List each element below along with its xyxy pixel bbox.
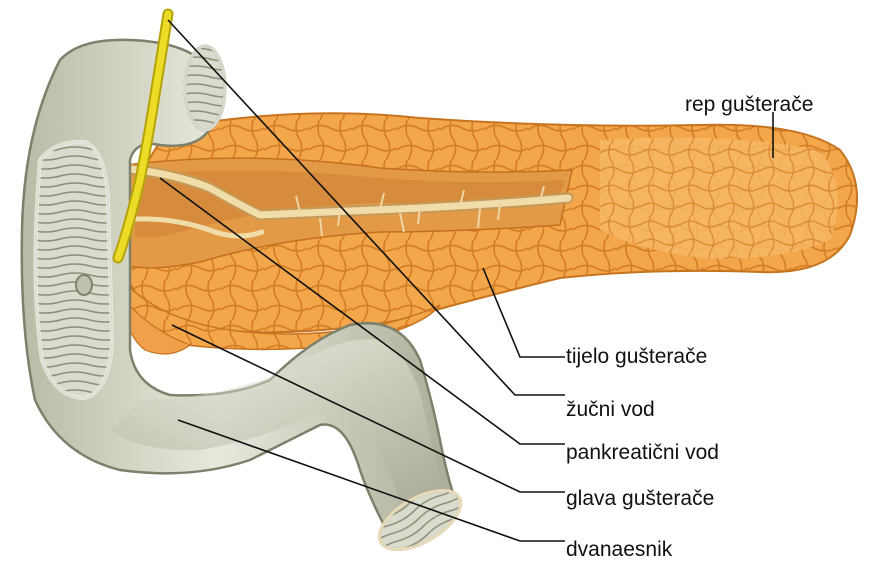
label-body: tijelo gušterače: [566, 346, 707, 367]
label-bile-duct: žučni vod: [566, 399, 655, 420]
label-pancreatic-duct: pankreatični vod: [566, 442, 719, 463]
pancreas-tail-highlight: [600, 138, 838, 259]
duodenum-shade: [110, 339, 445, 501]
duodenal-papilla: [76, 275, 92, 295]
duodenum-interior: [35, 142, 112, 398]
label-head: glava gušterače: [566, 488, 714, 509]
label-duodenum: dvanaesnik: [566, 539, 672, 560]
label-tail: rep gušterače: [685, 94, 813, 115]
